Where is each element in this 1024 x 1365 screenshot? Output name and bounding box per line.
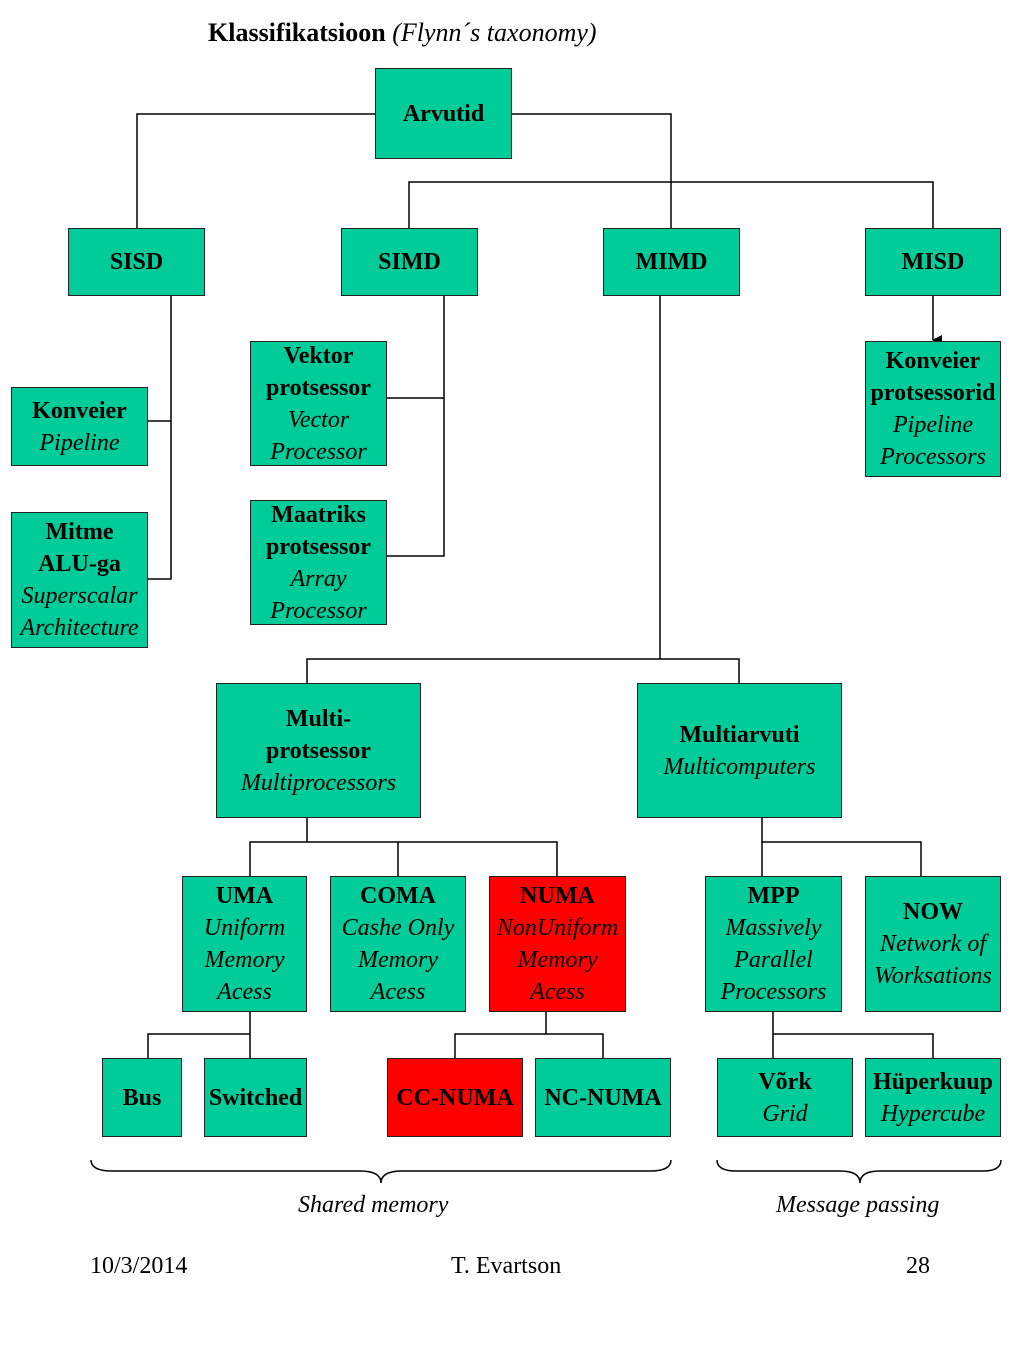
node-label: COMA: [360, 883, 436, 909]
node-sublabel: Pipeline: [39, 429, 120, 456]
node-sublabel: Hypercube: [880, 1100, 986, 1127]
node-multiarvuti: Multiarvuti Multicomputers: [637, 683, 842, 818]
node-label: NC-NUMA: [544, 1084, 662, 1111]
node-label: protsessor: [266, 737, 371, 764]
node-sublabel: Acess: [370, 979, 426, 1005]
node-label: NUMA: [520, 883, 595, 909]
node-label: CC-NUMA: [396, 1084, 514, 1111]
node-sublabel: Worksations: [874, 963, 992, 989]
footer-author: T. Evartson: [451, 1253, 562, 1279]
node-cc-numa: CC-NUMA: [387, 1058, 523, 1137]
node-sublabel: Pipeline: [893, 412, 973, 438]
node-label: Arvutid: [402, 100, 485, 127]
node-label: protsessorid: [870, 380, 996, 406]
caption-shared-memory: Shared memory: [298, 1192, 449, 1218]
node-sublabel: Uniform: [203, 915, 286, 941]
node-label: Võrk: [758, 1068, 812, 1095]
node-sisd: SISD: [68, 228, 205, 296]
node-nc-numa: NC-NUMA: [535, 1058, 671, 1137]
node-hyperkuup: Hüperkuup Hypercube: [865, 1058, 1001, 1137]
node-label: ALU-ga: [38, 551, 121, 577]
node-label: Bus: [122, 1084, 162, 1111]
node-label: MIMD: [635, 249, 708, 275]
node-vektor-protsessor: Vektor protsessor Vector Processor: [250, 341, 387, 466]
node-sublabel: NonUniform: [496, 915, 619, 941]
caption-message-passing: Message passing: [776, 1192, 940, 1218]
node-vork: Võrk Grid: [717, 1058, 853, 1137]
node-label: MISD: [901, 249, 965, 275]
node-maatriks-protsessor: Maatriks protsessor Array Processor: [250, 500, 387, 625]
node-coma: COMA Cashe Only Memory Acess: [330, 876, 466, 1012]
node-sublabel: Acess: [530, 979, 585, 1005]
node-numa: NUMA NonUniform Memory Acess: [489, 876, 626, 1012]
node-konveier: Konveier Pipeline: [11, 387, 148, 466]
node-sublabel: Cashe Only: [341, 915, 455, 941]
node-switched: Switched: [204, 1058, 307, 1137]
node-label: SIMD: [378, 249, 441, 275]
node-label: Vektor: [283, 342, 354, 369]
node-simd: SIMD: [341, 228, 478, 296]
node-label: Switched: [208, 1084, 303, 1111]
node-misd: MISD: [865, 228, 1001, 296]
node-arvutid: Arvutid: [375, 68, 512, 159]
node-bus: Bus: [102, 1058, 182, 1137]
node-label: Multiarvuti: [679, 721, 800, 748]
node-mimd: MIMD: [603, 228, 740, 296]
node-sublabel: Memory: [204, 947, 285, 973]
node-sublabel: Processors: [880, 444, 986, 470]
node-label: Hüperkuup: [872, 1068, 994, 1095]
node-sublabel: Network of: [880, 931, 986, 957]
page-title: Klassifikatsioon (Flynn´s taxonomy): [208, 18, 597, 48]
node-sublabel: Processors: [720, 979, 827, 1005]
node-label: MPP: [747, 883, 800, 909]
node-sublabel: Multiprocessors: [240, 769, 397, 796]
node-label: SISD: [109, 249, 164, 275]
node-uma: UMA Uniform Memory Acess: [182, 876, 307, 1012]
node-mitme-alu: Mitme ALU-ga Superscalar Architecture: [11, 512, 148, 648]
node-sublabel: Processor: [270, 597, 367, 624]
node-sublabel: Memory: [358, 947, 438, 973]
node-label: UMA: [215, 883, 274, 909]
node-sublabel: Massively: [725, 915, 822, 941]
title-sub: (Flynn´s taxonomy): [392, 18, 597, 47]
node-sublabel: Memory: [517, 947, 598, 973]
node-sublabel: Superscalar: [21, 583, 138, 609]
footer-page-number: 28: [906, 1253, 930, 1279]
node-label: Multi-: [285, 705, 352, 732]
node-sublabel: Array: [290, 565, 347, 592]
node-sublabel: Architecture: [20, 615, 139, 641]
node-sublabel: Acess: [217, 979, 272, 1005]
title-main: Klassifikatsioon: [208, 18, 386, 47]
node-sublabel: Parallel: [734, 947, 813, 973]
node-sublabel: Grid: [762, 1100, 808, 1127]
node-label: Konveier: [885, 348, 981, 374]
node-sublabel: Vector: [287, 406, 350, 433]
node-sublabel: Processor: [270, 438, 367, 465]
node-multiprotsessor: Multi- protsessor Multiprocessors: [216, 683, 421, 818]
node-sublabel: Multicomputers: [663, 753, 816, 780]
node-label: NOW: [903, 899, 963, 925]
footer-date: 10/3/2014: [90, 1253, 188, 1279]
node-now: NOW Network of Worksations: [865, 876, 1001, 1012]
node-konveier-protsessorid: Konveier protsessorid Pipeline Processor…: [865, 341, 1001, 477]
node-label: Maatriks: [271, 501, 366, 528]
node-mpp: MPP Massively Parallel Processors: [705, 876, 842, 1012]
node-label: Mitme: [45, 519, 114, 545]
node-label: protsessor: [266, 374, 371, 401]
node-label: protsessor: [266, 533, 371, 560]
node-label: Konveier: [32, 397, 127, 424]
